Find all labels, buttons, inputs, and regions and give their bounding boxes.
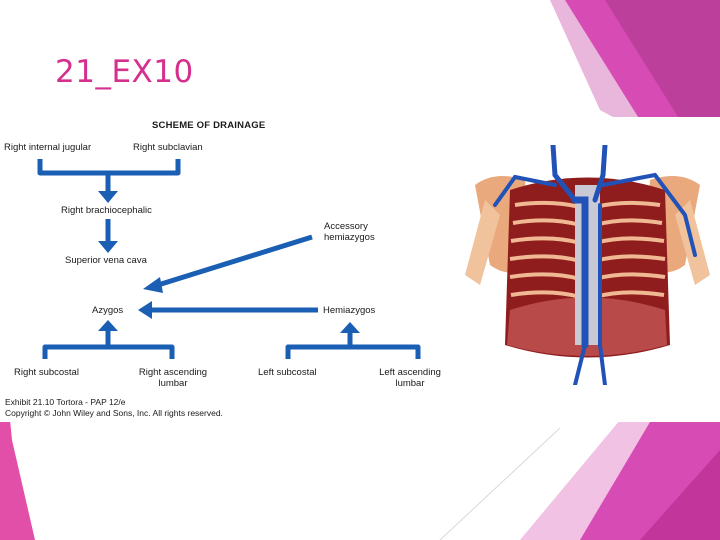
arrowhead-brachiocephalic — [98, 191, 118, 203]
label-left-asc-line1: Left ascending — [365, 367, 455, 378]
label-right-asc-line2: lumbar — [125, 378, 221, 389]
arrowhead-accessory — [143, 277, 163, 293]
arrowhead-svc — [98, 241, 118, 253]
slide-title: 21_EX10 — [55, 54, 194, 90]
label-right-asc-line1: Right ascending — [125, 367, 221, 378]
right-subcostal-lumbar-connector — [45, 347, 172, 359]
label-right-brachiocephalic: Right brachiocephalic — [61, 205, 152, 216]
figure-caption: Exhibit 21.10 Tortora - PAP 12/e Copyrig… — [5, 397, 223, 419]
arrowhead-hemiazygos — [138, 301, 152, 319]
scheme-heading: SCHEME OF DRAINAGE — [152, 120, 265, 131]
label-superior-vena-cava: Superior vena cava — [65, 255, 147, 266]
arrowhead-hemiazygos-up — [340, 322, 360, 333]
left-subcostal-lumbar-connector — [288, 347, 418, 359]
label-accessory-hemiazygos: Accessory hemiazygos — [324, 221, 375, 243]
label-azygos: Azygos — [92, 305, 123, 316]
label-right-subclavian: Right subclavian — [133, 142, 203, 153]
label-right-ascending-lumbar: Right ascending lumbar — [125, 367, 221, 389]
label-right-subcostal: Right subcostal — [14, 367, 79, 378]
figure-panel: SCHEME OF DRAINAGE Right internal jugula… — [0, 117, 720, 422]
label-accessory-line2: hemiazygos — [324, 232, 375, 243]
jugular-subclavian-connector — [40, 159, 178, 173]
caption-line2: Copyright © John Wiley and Sons, Inc. Al… — [5, 408, 223, 419]
arrowhead-azygos — [98, 320, 118, 331]
label-left-asc-line2: lumbar — [365, 378, 455, 389]
label-left-ascending-lumbar: Left ascending lumbar — [365, 367, 455, 389]
label-hemiazygos: Hemiazygos — [323, 305, 375, 316]
label-left-subcostal: Left subcostal — [258, 367, 317, 378]
label-right-internal-jugular: Right internal jugular — [4, 142, 91, 153]
label-accessory-line1: Accessory — [324, 221, 375, 232]
accessory-to-svc-line — [158, 237, 312, 285]
caption-line1: Exhibit 21.10 Tortora - PAP 12/e — [5, 397, 223, 408]
thoracic-veins-illustration — [455, 145, 720, 385]
